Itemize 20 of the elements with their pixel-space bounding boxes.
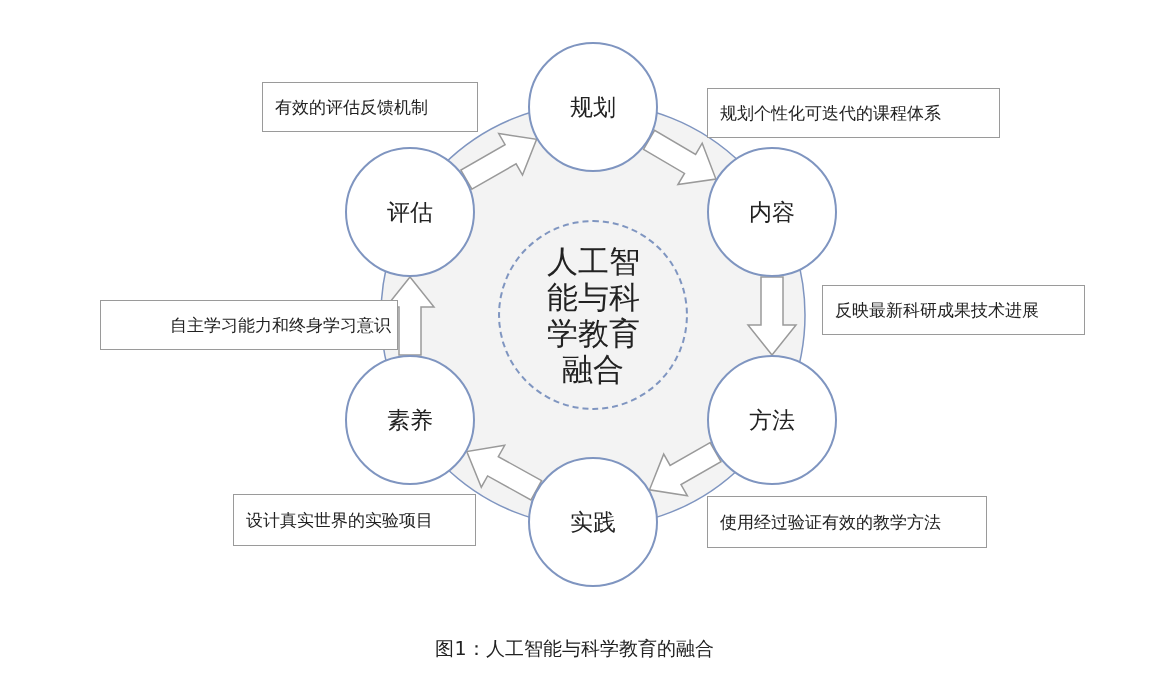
- figure-caption: 图1：人工智能与科学教育的融合: [434, 636, 715, 661]
- stage-label: 方法: [749, 405, 795, 435]
- center-circle: [498, 220, 688, 410]
- block-arrow: [459, 132, 538, 191]
- stage-label: 内容: [749, 197, 795, 227]
- label-box: 设计真实世界的实验项目: [233, 494, 476, 546]
- label-box: 自主学习能力和终身学习意识: [100, 300, 398, 350]
- stage-label: 评估: [387, 197, 433, 227]
- block-arrow: [746, 276, 798, 357]
- block-arrow: [642, 129, 717, 186]
- center-title: 人工智能与科学教育融合: [545, 243, 641, 387]
- stage-label: 素养: [387, 405, 433, 435]
- block-arrow: [465, 444, 543, 502]
- block-arrow: [648, 441, 723, 497]
- label-box: 有效的评估反馈机制: [262, 82, 478, 132]
- stage-label: 规划: [570, 92, 616, 122]
- label-box: 反映最新科研成果技术进展: [822, 285, 1085, 335]
- label-box: 使用经过验证有效的教学方法: [707, 496, 987, 548]
- label-box: 规划个性化可迭代的课程体系: [707, 88, 1000, 138]
- stage-label: 实践: [570, 507, 616, 537]
